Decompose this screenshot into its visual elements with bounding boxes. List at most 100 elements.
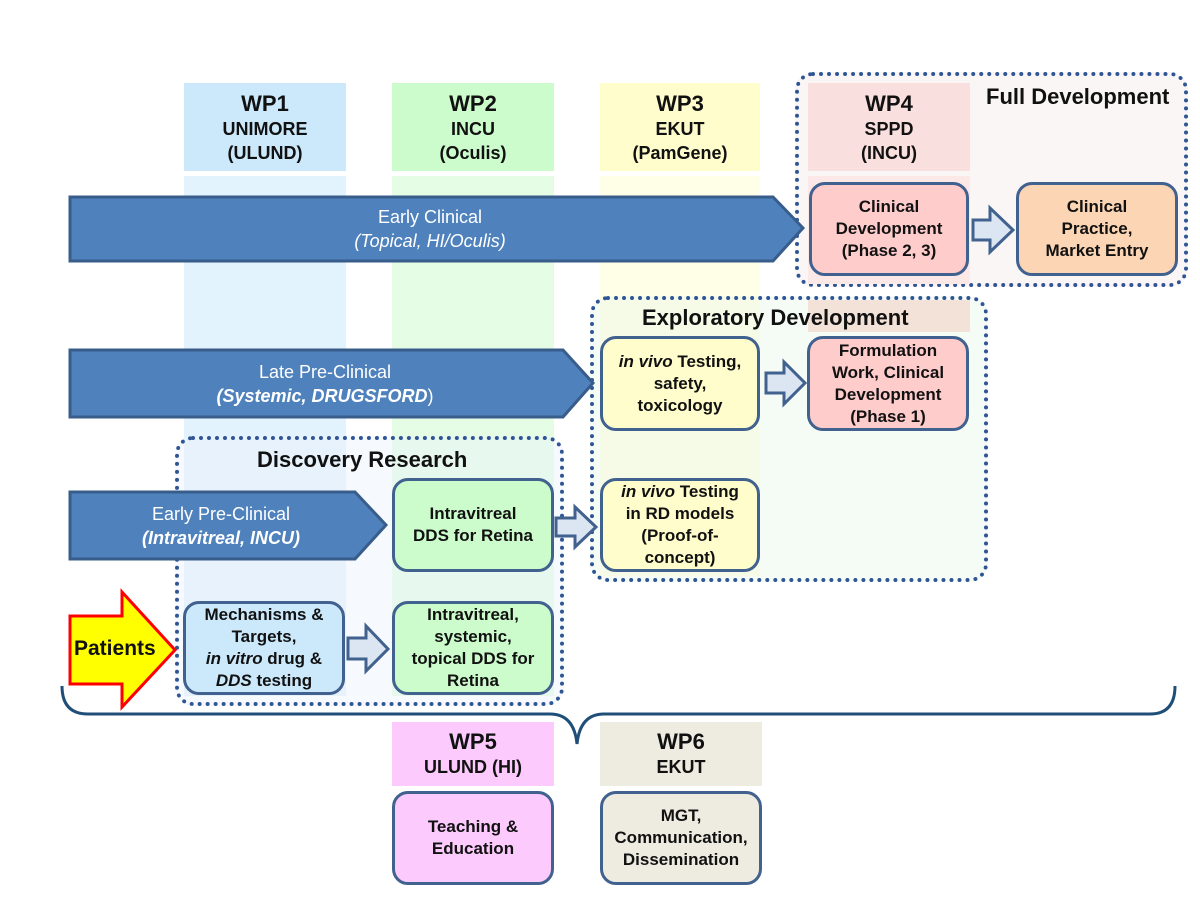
wp5-header: WP5 ULUND (HI) bbox=[392, 722, 554, 786]
box-line: Mechanisms & bbox=[204, 605, 324, 624]
arrow-dds-to-invivo-rd bbox=[554, 503, 599, 551]
late-preclinical-label: Late Pre-Clinical (Systemic, DRUGSFORD) bbox=[70, 350, 580, 417]
curly-brace bbox=[60, 685, 1177, 745]
box-italic: in vivo bbox=[621, 482, 675, 501]
wp3-column-header-bg bbox=[600, 83, 760, 171]
late-preclinical-sub: (Systemic, DRUGSFORD bbox=[216, 385, 428, 406]
box-line: Targets, bbox=[231, 627, 297, 646]
multi-dds-box: Intravitreal, systemic, topical DDS for … bbox=[392, 601, 554, 695]
wp1-co: (ULUND) bbox=[227, 143, 303, 163]
box-line: Teaching & bbox=[427, 817, 519, 836]
early-clinical-label: Early Clinical (Topical, HI/Oculis) bbox=[70, 197, 790, 261]
wp1-id: WP1 bbox=[241, 91, 289, 116]
box-line: Communication, bbox=[614, 828, 748, 847]
wp6-lead: EKUT bbox=[656, 757, 706, 777]
wp2-column-header-bg bbox=[392, 83, 554, 171]
invivo-rd-box: in vivo Testing in RD models (Proof-of- … bbox=[600, 478, 760, 572]
wp1-header: WP1 UNIMORE (ULUND) bbox=[184, 86, 346, 170]
clinical-practice-box: Clinical Practice, Market Entry bbox=[1016, 182, 1178, 276]
box-text: drug & bbox=[262, 649, 323, 668]
box-line: in vivo Testing, bbox=[619, 351, 742, 373]
box-text: testing bbox=[251, 671, 313, 690]
box-line: (Phase 2, 3) bbox=[841, 241, 937, 260]
late-preclinical-arrow bbox=[68, 348, 596, 419]
box-line: MGT, bbox=[660, 806, 702, 825]
box-line: Market Entry bbox=[1045, 241, 1149, 260]
early-clinical-arrow bbox=[68, 195, 806, 263]
arrow-invivo-to-formulation bbox=[764, 358, 808, 408]
discovery-research-title: Discovery Research bbox=[257, 447, 468, 472]
mechanisms-box: Mechanisms & Targets, in vitro drug & DD… bbox=[183, 601, 345, 695]
box-line: (Phase 1) bbox=[850, 406, 926, 426]
wp4-header: WP4 SPPD (INCU) bbox=[808, 86, 970, 170]
box-text: Testing, bbox=[672, 351, 742, 371]
wp1-column-header-bg bbox=[184, 83, 346, 171]
early-preclinical-title: Early Pre-Clinical bbox=[151, 503, 291, 524]
box-line: in RD models bbox=[625, 504, 735, 523]
box-line: Development bbox=[835, 219, 943, 238]
wp3-header: WP3 EKUT (PamGene) bbox=[600, 86, 760, 170]
box-line: in vivo Testing bbox=[621, 481, 739, 503]
wp4-co: (INCU) bbox=[861, 143, 917, 163]
wp2-header: WP2 INCU (Oculis) bbox=[392, 86, 554, 170]
wp4-exploratory-bg bbox=[808, 300, 970, 332]
early-preclinical-arrow bbox=[68, 490, 389, 561]
box-line: Work, Clinical bbox=[831, 362, 945, 382]
early-preclinical-sub: (Intravitreal, INCU) bbox=[141, 527, 301, 548]
wp2-id: WP2 bbox=[449, 91, 497, 116]
box-text: Testing bbox=[674, 482, 739, 501]
full-development-title: Full Development bbox=[986, 84, 1170, 109]
box-line: systemic, bbox=[434, 627, 512, 646]
box-line: Intravitreal, bbox=[427, 605, 519, 624]
box-line: safety, bbox=[653, 373, 707, 393]
exploratory-development-title: Exploratory Development bbox=[642, 305, 909, 330]
intravitreal-dds-box: Intravitreal DDS for Retina bbox=[392, 478, 554, 572]
wp6-header: WP6 EKUT bbox=[600, 722, 762, 786]
wp1-lead: UNIMORE bbox=[222, 119, 308, 139]
box-line: Clinical bbox=[858, 197, 920, 216]
box-line: DDS for Retina bbox=[413, 526, 533, 545]
box-line: Education bbox=[431, 839, 515, 858]
wp2-lead: INCU bbox=[451, 119, 495, 139]
wp2-co: (Oculis) bbox=[439, 143, 507, 163]
wp5-id: WP5 bbox=[449, 729, 497, 754]
box-line: Practice, bbox=[1061, 219, 1133, 238]
wp3-lead: EKUT bbox=[655, 119, 705, 139]
patients-arrow bbox=[68, 588, 178, 711]
box-line: Formulation bbox=[838, 340, 938, 360]
box-line: in vitro drug & bbox=[206, 648, 322, 670]
box-line: Retina bbox=[447, 671, 499, 690]
early-clinical-title: Early Clinical bbox=[377, 207, 483, 227]
late-preclinical-sub-tail: ) bbox=[427, 385, 434, 406]
arrow-clinicaldev-to-practice bbox=[971, 204, 1016, 256]
box-line: Development bbox=[834, 384, 942, 404]
late-preclinical-sub-row: (Systemic, DRUGSFORD) bbox=[70, 384, 580, 408]
wp3-co: (PamGene) bbox=[632, 143, 728, 163]
mgt-box: MGT, Communication, Dissemination bbox=[600, 791, 762, 885]
box-italic: in vitro bbox=[205, 649, 263, 668]
box-line: concept) bbox=[644, 548, 716, 567]
wp3-id: WP3 bbox=[656, 91, 704, 116]
box-line: toxicology bbox=[637, 395, 723, 415]
arrow-mechanisms-to-multi-dds bbox=[346, 622, 391, 675]
box-line: Dissemination bbox=[622, 850, 740, 869]
box-italic: in vivo bbox=[618, 351, 673, 371]
early-preclinical-label: Early Pre-Clinical (Intravitreal, INCU) bbox=[70, 492, 372, 559]
patients-label: Patients bbox=[74, 637, 156, 660]
clinical-development-box: Clinical Development (Phase 2, 3) bbox=[809, 182, 969, 276]
box-line: DDS testing bbox=[216, 670, 312, 692]
late-preclinical-title: Late Pre-Clinical bbox=[258, 361, 392, 382]
wp4-id: WP4 bbox=[865, 91, 913, 116]
wp5-lead: ULUND (HI) bbox=[424, 757, 522, 777]
wp4-lead: SPPD bbox=[864, 119, 914, 139]
early-clinical-sub: (Topical, HI/Oculis) bbox=[354, 231, 506, 251]
wp6-id: WP6 bbox=[657, 729, 705, 754]
teaching-box: Teaching & Education bbox=[392, 791, 554, 885]
box-line: Intravitreal bbox=[429, 504, 517, 523]
formulation-box: Formulation Work, Clinical Development (… bbox=[807, 336, 969, 431]
invivo-safety-box: in vivo Testing, safety, toxicology bbox=[600, 336, 760, 431]
box-line: (Proof-of- bbox=[641, 526, 719, 545]
box-line: topical DDS for bbox=[411, 649, 535, 668]
box-line: Clinical bbox=[1066, 197, 1128, 216]
